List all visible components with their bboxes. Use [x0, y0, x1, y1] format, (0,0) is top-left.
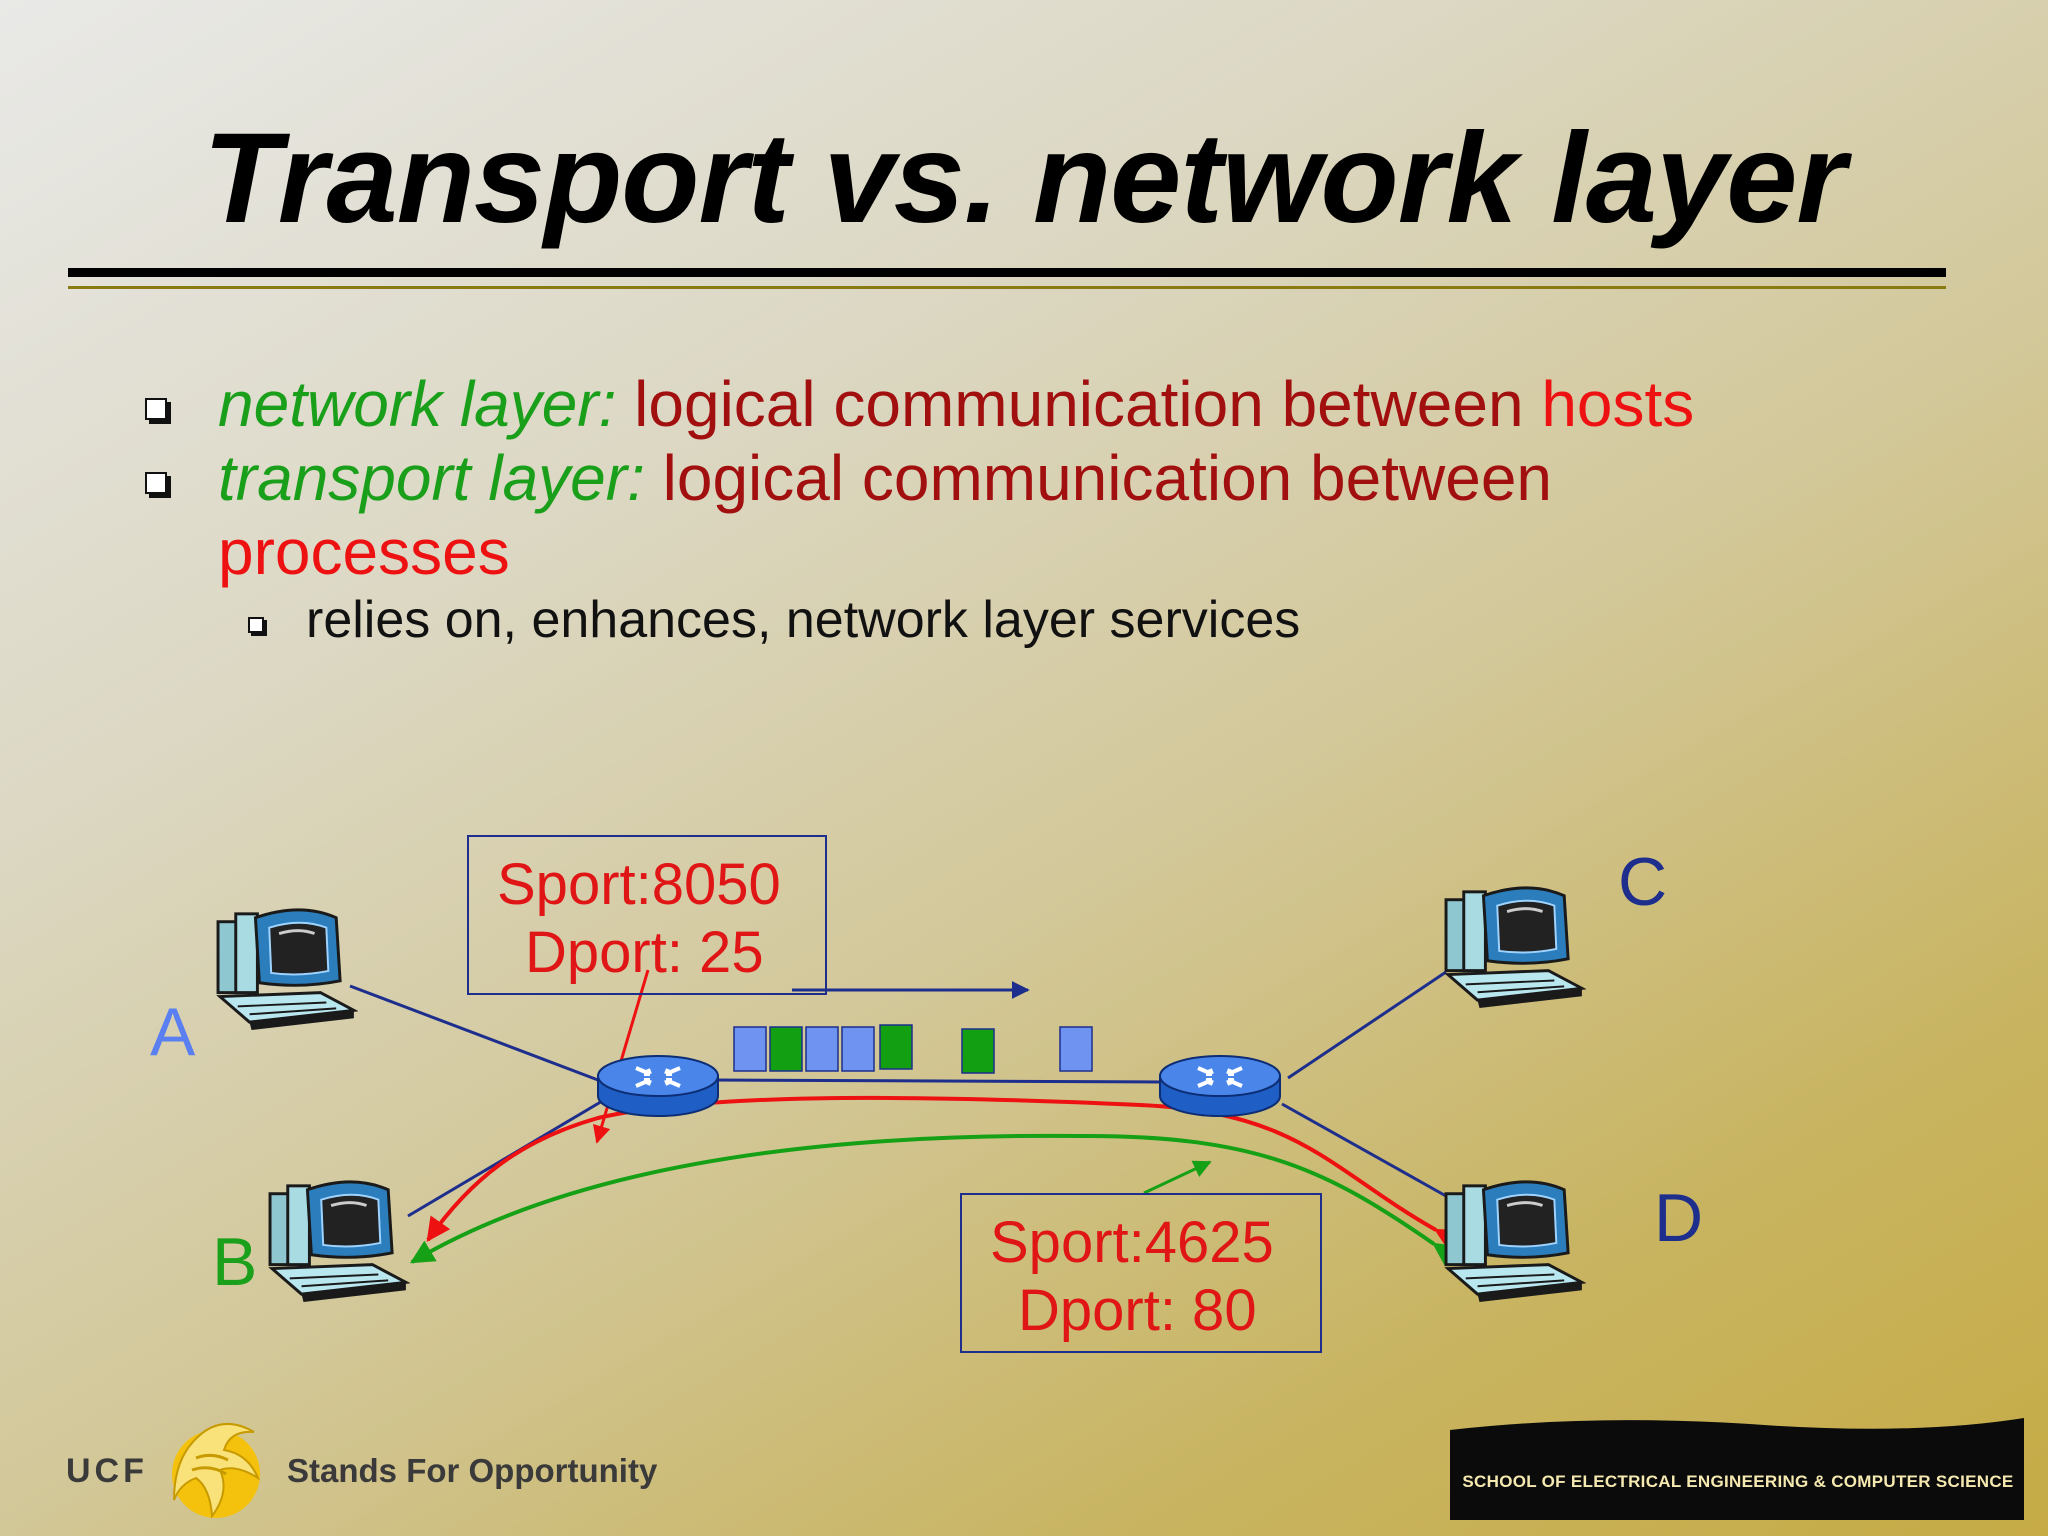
sub-bullet-icon	[248, 617, 264, 633]
source-port-1: Sport:8050	[497, 852, 781, 917]
packet-green	[769, 1026, 803, 1072]
bullet-icon	[145, 398, 167, 420]
slide-title: Transport vs. network layer	[202, 107, 1846, 250]
port-callout-1: Sport:8050 Dport: 25	[467, 835, 827, 995]
bullet-text: logical communication between	[616, 368, 1542, 440]
computer-icon-b	[268, 1180, 408, 1304]
link-router2-d	[1281, 1102, 1447, 1198]
host-label-c: C	[1618, 844, 1668, 920]
callout-pointer-red	[592, 969, 650, 1144]
highlight-hosts: hosts	[1541, 368, 1695, 440]
router-icon	[1158, 1054, 1282, 1118]
packet-green	[961, 1028, 995, 1074]
host-label-a: A	[150, 994, 196, 1070]
packet-green	[879, 1024, 913, 1070]
link-router1-router2	[711, 1078, 1161, 1084]
link-a-router1	[349, 984, 599, 1082]
sub-bullet-text: relies on, enhances, network layer servi…	[306, 591, 1301, 649]
school-banner	[1450, 1418, 2024, 1520]
dest-port-1: Dport: 25	[525, 920, 764, 985]
term-transport-layer: transport layer:	[218, 442, 645, 514]
packet-blue	[733, 1026, 767, 1072]
school-name: SCHOOL OF ELECTRICAL ENGINEERING & COMPU…	[1462, 1472, 2014, 1491]
callout-pointer-green	[1143, 1160, 1212, 1195]
bullet-network-layer: network layer: logical communication bet…	[218, 372, 1694, 436]
title-rule-accent	[68, 286, 1946, 289]
router-icon	[596, 1054, 720, 1118]
source-port-2: Sport:4625	[990, 1210, 1274, 1275]
packet-blue	[1059, 1026, 1093, 1072]
packet-blue	[841, 1026, 875, 1072]
red-flow-b-d	[426, 1095, 1461, 1252]
link-router2-c	[1287, 970, 1447, 1080]
bullet-icon	[145, 472, 167, 494]
dest-port-2: Dport: 80	[1018, 1278, 1257, 1343]
computer-icon-c	[1444, 886, 1584, 1010]
port-callout-2: Sport:4625 Dport: 80	[960, 1193, 1322, 1353]
pegasus-logo-icon	[172, 1423, 261, 1519]
term-network-layer: network layer:	[218, 368, 617, 440]
bullet-text: logical communication between	[644, 442, 1552, 514]
bullet-transport-layer: transport layer: logical communication b…	[218, 446, 1552, 510]
ucf-tagline: Stands For Opportunity	[287, 1452, 658, 1489]
title-rule	[68, 268, 1946, 277]
ucf-wordmark: UCF	[66, 1452, 148, 1490]
computer-icon-a	[216, 908, 356, 1032]
host-label-b: B	[212, 1224, 258, 1300]
computer-icon-d	[1444, 1180, 1584, 1304]
green-flow-b-d	[409, 1133, 1459, 1267]
highlight-processes: processes	[218, 516, 510, 588]
packet-blue	[805, 1026, 839, 1072]
packet-train	[733, 1024, 1093, 1074]
host-label-d: D	[1654, 1180, 1704, 1256]
